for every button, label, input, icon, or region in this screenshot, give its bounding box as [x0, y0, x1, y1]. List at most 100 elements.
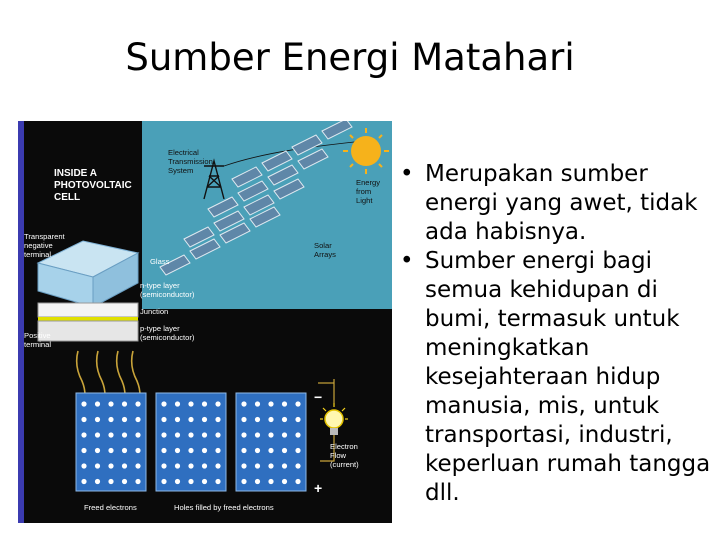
- charge-dot: [281, 478, 288, 485]
- charge-dot: [254, 432, 261, 438]
- charge-dot: [121, 447, 128, 454]
- cell-side-face: [92, 252, 139, 308]
- flow-label-line2: Flow: [330, 451, 347, 460]
- charge-dot: [201, 401, 208, 407]
- charge-dot: [215, 401, 221, 407]
- solar-panel: [273, 178, 305, 200]
- charge-dot: [161, 432, 167, 438]
- flow-label-line3: (current): [330, 460, 359, 469]
- solar-panel: [207, 196, 239, 218]
- charge-dot: [94, 416, 101, 423]
- n-type-layer: [37, 302, 139, 318]
- charge-dot: [281, 416, 288, 423]
- charge-dot: [281, 401, 288, 407]
- charge-dot: [81, 416, 87, 423]
- solar-panel: [243, 194, 275, 216]
- charge-dot: [94, 432, 101, 438]
- junction-label: Junction: [140, 307, 168, 316]
- charge-dot: [188, 447, 194, 454]
- charge-dot: [188, 478, 194, 485]
- bullet-marker: •: [400, 248, 414, 274]
- charge-dot: [241, 432, 247, 438]
- diagram-heading-line1: INSIDE A: [54, 168, 97, 179]
- solar-panel: [189, 238, 221, 260]
- charge-dot: [108, 401, 114, 407]
- charge-dot: [281, 447, 288, 454]
- charge-dot: [81, 478, 87, 485]
- charge-dot: [268, 416, 274, 423]
- charge-dot: [135, 432, 141, 438]
- minus-terminal-sign: −: [314, 389, 322, 405]
- sun-icon: [343, 128, 389, 174]
- charge-dot: [268, 432, 274, 438]
- charge-dot: [201, 447, 208, 454]
- charge-dot: [241, 401, 247, 407]
- charge-dot: [94, 478, 101, 485]
- positive-label-line2: terminal: [24, 340, 51, 349]
- charge-dot: [295, 463, 301, 469]
- positive-label-line1: Positive: [24, 331, 51, 340]
- left-edge-strip: [18, 121, 24, 523]
- charge-dot: [108, 432, 114, 438]
- solar-panel: [249, 206, 281, 228]
- photovoltaic-cell-diagram: INSIDE A PHOTOVOLTAIC CELL Electrical Tr…: [18, 121, 392, 523]
- charge-dot: [295, 447, 301, 454]
- solar-panel: [159, 254, 191, 276]
- energy-label-line1: Energy: [356, 178, 380, 187]
- charge-dot: [201, 463, 208, 469]
- junction-layer: [38, 317, 138, 321]
- solar-panel: [297, 148, 329, 170]
- charge-dot: [254, 416, 261, 423]
- charge-dot: [215, 478, 221, 485]
- transmission-tower-icon: [203, 158, 225, 200]
- charge-dot: [295, 432, 301, 438]
- charge-dot: [201, 416, 208, 423]
- charge-dot: [81, 447, 87, 454]
- charge-dot: [295, 401, 301, 407]
- transmission-label-line3: System: [168, 166, 193, 175]
- solar-panel: [321, 121, 353, 140]
- flow-label-line1: Electron: [330, 442, 358, 451]
- solar-panel: [219, 222, 251, 244]
- solar-panel: [261, 150, 293, 172]
- glass-label: Glass: [150, 257, 170, 266]
- negative-label-line1: Transparent: [24, 232, 66, 241]
- arrays-label-line1: Solar: [314, 241, 332, 250]
- p-type-layer: [37, 320, 139, 342]
- negative-label-line2: negative: [24, 241, 53, 250]
- charge-dot: [174, 447, 181, 454]
- ntype-label-line1: n-type layer: [140, 281, 180, 290]
- charge-dot: [121, 478, 128, 485]
- charge-dot: [174, 432, 181, 438]
- charge-dot: [174, 401, 181, 407]
- charge-dot: [215, 447, 221, 454]
- charge-dot: [81, 401, 87, 407]
- cell-grids: [75, 392, 307, 492]
- charge-dot: [201, 478, 208, 485]
- bullet-text: Merupakan sumber energi yang awet, tidak…: [425, 161, 698, 245]
- transmission-label-line2: Transmission: [168, 157, 213, 166]
- charge-dot: [81, 432, 87, 438]
- transmission-label-line1: Electrical: [168, 148, 199, 157]
- solar-panel: [237, 180, 269, 202]
- cell-grid-block: [75, 392, 147, 492]
- charge-dot: [135, 447, 141, 454]
- arrays-label-line2: Arrays: [314, 250, 336, 259]
- charge-dot: [215, 432, 221, 438]
- diagram-heading-line3: CELL: [54, 192, 80, 203]
- charge-dot: [188, 432, 194, 438]
- charge-dot: [241, 447, 247, 454]
- cell-stack: [36, 240, 140, 342]
- charge-dot: [81, 463, 87, 469]
- charge-dot: [174, 478, 181, 485]
- charge-dot: [254, 463, 261, 469]
- charge-dot: [94, 401, 101, 407]
- charge-dot: [121, 401, 128, 407]
- charge-dot: [135, 463, 141, 469]
- charge-dot: [121, 463, 128, 469]
- charge-dot: [295, 478, 301, 485]
- cell-grid-block: [235, 392, 307, 492]
- charge-dot: [188, 463, 194, 469]
- charge-dot: [188, 401, 194, 407]
- cell-grid-block: [155, 392, 227, 492]
